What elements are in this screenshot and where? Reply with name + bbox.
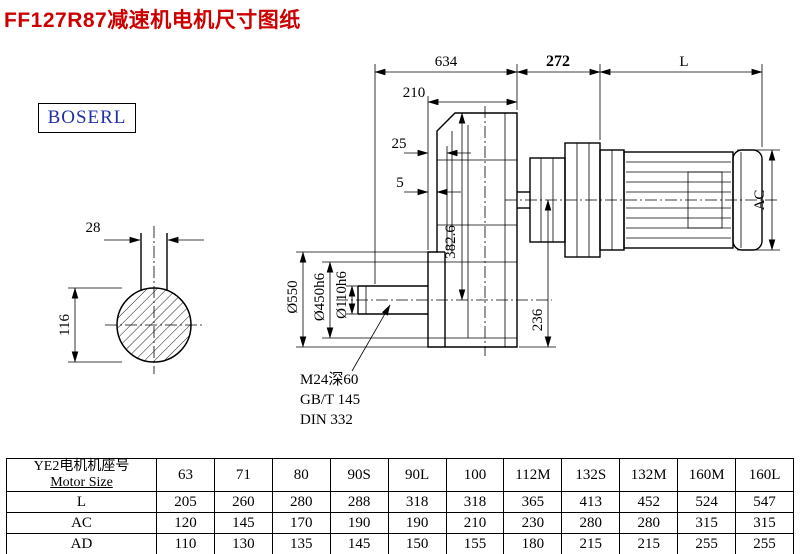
dim-382: 382.6	[443, 225, 459, 259]
size-col-71: 71	[213, 457, 273, 493]
dim-AC: AC	[752, 190, 768, 211]
header-en: Motor Size	[50, 475, 113, 491]
dim-634: 634	[435, 54, 458, 70]
dim-210: 210	[403, 85, 426, 101]
motor-size-table: YE2电机机座号 Motor Size 63 71 80 90S 90L 100…	[6, 457, 794, 554]
dim-25: 25	[392, 136, 407, 152]
cell: 110	[156, 533, 215, 554]
motor-view: AC	[505, 142, 780, 258]
vertical-dimensions: 382.6 236	[443, 112, 556, 348]
cell: 315	[735, 512, 794, 535]
cell: 180	[503, 533, 563, 554]
table-header-row: YE2电机机座号 Motor Size 63 71 80 90S 90L 100…	[6, 457, 794, 493]
cell: 318	[445, 491, 505, 514]
cell: 255	[677, 533, 737, 554]
cell: 135	[271, 533, 331, 554]
dim-5: 5	[396, 175, 404, 191]
dim-dia110: Ø110h6	[334, 271, 350, 319]
brand-logo: BOSERL	[38, 103, 136, 133]
standard-gb: GB/T 145	[300, 392, 360, 408]
table-row-L: L 205 260 280 288 318 318 365 413 452 52…	[6, 491, 794, 514]
cell: 190	[387, 512, 447, 535]
dim-dia550: Ø550	[285, 280, 301, 313]
size-col-112M: 112M	[503, 457, 563, 493]
dim-L: L	[679, 54, 688, 70]
cell: 170	[271, 512, 331, 535]
cell: 145	[329, 533, 389, 554]
housing-outline	[427, 112, 518, 348]
diameter-dimensions: Ø550 Ø450h6 Ø110h6	[285, 251, 445, 348]
size-col-132M: 132M	[619, 457, 679, 493]
cell: 260	[213, 491, 273, 514]
cell: 315	[677, 512, 737, 535]
dim-236: 236	[530, 308, 546, 331]
size-col-100: 100	[445, 457, 505, 493]
size-col-160L: 160L	[735, 457, 794, 493]
size-col-90S: 90S	[329, 457, 389, 493]
cell: 255	[735, 533, 794, 554]
header-cn: YE2电机机座号	[33, 459, 130, 474]
technical-drawing: 28 116	[57, 53, 780, 428]
cell: 288	[329, 491, 389, 514]
cell: 280	[619, 512, 679, 535]
cell: 155	[445, 533, 505, 554]
cell: 524	[677, 491, 737, 514]
cell: 145	[213, 512, 273, 535]
cell: 215	[619, 533, 679, 554]
cell: 210	[445, 512, 505, 535]
thread-label: M24深60	[300, 371, 358, 388]
cell: 205	[156, 491, 215, 514]
dim-272: 272	[546, 53, 570, 70]
cell: 150	[387, 533, 447, 554]
top-dimensions: 634 272 L 210 25 5	[374, 53, 763, 284]
row-label-AC: AC	[6, 512, 157, 535]
table-row-AD: AD 110 130 135 145 150 155 180 215 215 2…	[6, 533, 794, 554]
cell: 280	[271, 491, 331, 514]
dim-dia450: Ø450h6	[312, 272, 328, 321]
cell: 413	[561, 491, 621, 514]
size-col-80: 80	[271, 457, 331, 493]
cell: 120	[156, 512, 215, 535]
motor-size-header: YE2电机机座号 Motor Size	[6, 457, 157, 493]
cell: 365	[503, 491, 563, 514]
table-row-AC: AC 120 145 170 190 190 210 230 280 280 3…	[6, 512, 794, 535]
size-col-160M: 160M	[677, 457, 737, 493]
motor-nameplate	[687, 171, 723, 229]
cell: 215	[561, 533, 621, 554]
size-col-132S: 132S	[561, 457, 621, 493]
dim-28: 28	[86, 220, 101, 236]
cell: 230	[503, 512, 563, 535]
cell: 452	[619, 491, 679, 514]
size-col-90L: 90L	[387, 457, 447, 493]
cell: 190	[329, 512, 389, 535]
row-label-L: L	[6, 491, 157, 514]
row-label-AD: AD	[6, 533, 157, 554]
cell: 280	[561, 512, 621, 535]
size-col-63: 63	[156, 457, 215, 493]
page-title: FF127R87减速机电机尺寸图纸	[4, 9, 301, 32]
gearbox-view	[336, 106, 552, 356]
dim-116: 116	[57, 314, 73, 336]
cell: 130	[213, 533, 273, 554]
shaft-end-view: 28 116	[57, 220, 204, 374]
shaft-section-circle	[116, 287, 192, 363]
cell: 318	[387, 491, 447, 514]
cell: 547	[735, 491, 794, 514]
standard-din: DIN 332	[300, 412, 353, 428]
thread-callout: M24深60 GB/T 145 DIN 332	[300, 304, 391, 428]
